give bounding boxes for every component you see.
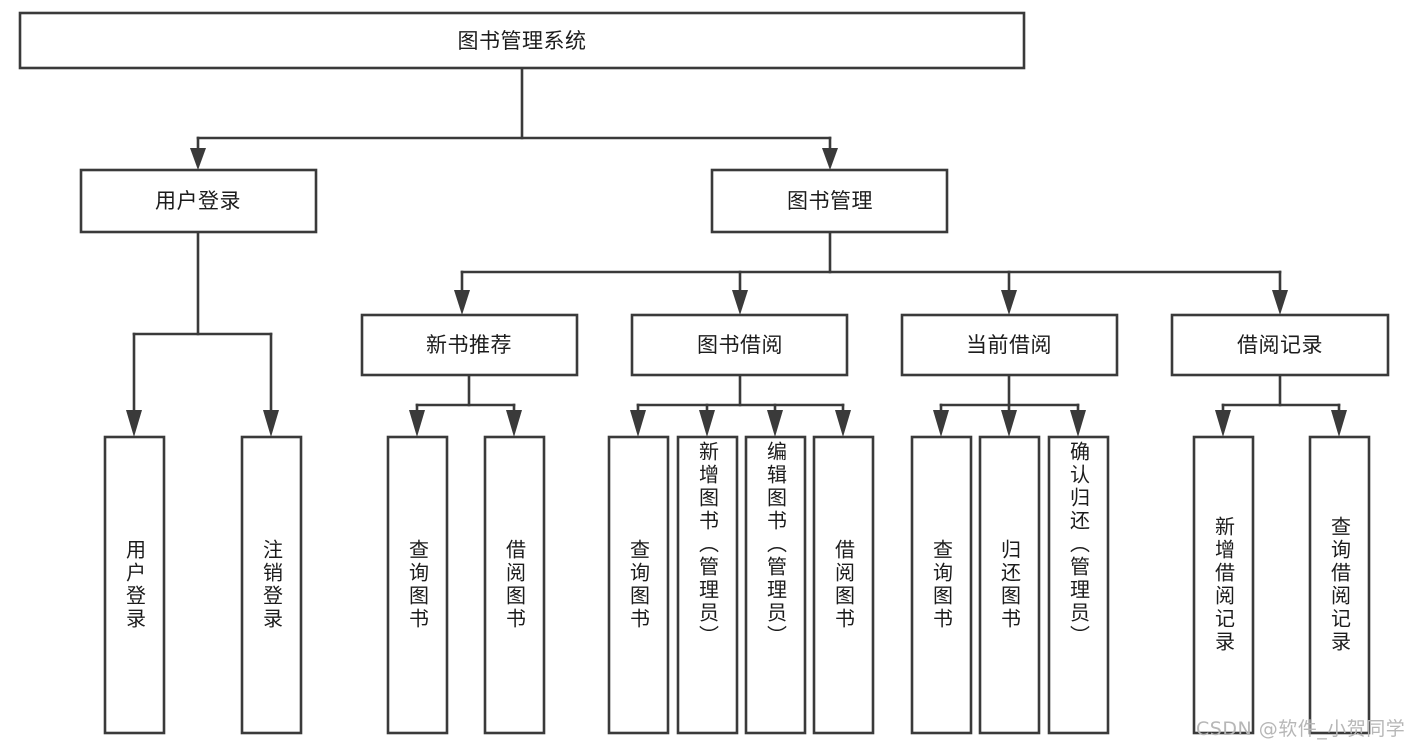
leaf-query-record-box[interactable] <box>1308 435 1371 735</box>
node-book-manage-box[interactable] <box>710 168 949 234</box>
node-book-manage-label: 图书管理 <box>787 189 873 213</box>
arrow-head-book-manage <box>822 148 838 170</box>
node-current-borrow-box[interactable] <box>900 313 1119 377</box>
node-user-login-box[interactable] <box>79 168 318 234</box>
leaf-query-book-1-box[interactable] <box>386 435 449 735</box>
connector-group-book-manage <box>454 230 1288 315</box>
node-borrow-record[interactable]: 借阅记录 <box>1170 313 1390 377</box>
csdn-watermark: CSDN @软件_小贺同学 <box>1196 718 1405 740</box>
leaf-borrow-book-2-box[interactable] <box>812 435 875 735</box>
arrow-head-leaf-query-book-3 <box>933 410 949 437</box>
arrow-head-leaf-add-book <box>699 410 715 437</box>
node-current-borrow-label: 当前借阅 <box>966 333 1052 357</box>
arrow-head-current-borrow <box>1001 290 1017 315</box>
arrow-head-borrow-record <box>1272 290 1288 315</box>
node-current-borrow[interactable]: 当前借阅 <box>900 313 1119 377</box>
arrow-head-new-book-recommend <box>454 290 470 315</box>
leaf-add-record-box[interactable] <box>1192 435 1255 735</box>
leaf-add-book-box[interactable] <box>676 435 739 735</box>
node-borrow-record-label: 借阅记录 <box>1237 333 1323 357</box>
arrow-head-leaf-query-record <box>1331 410 1347 437</box>
node-new-book-recommend-label: 新书推荐 <box>426 333 512 357</box>
leaf-query-book-3-box[interactable] <box>910 435 973 735</box>
connector-group-new-book-recommend <box>409 373 522 437</box>
node-book-borrow-label: 图书借阅 <box>697 333 783 357</box>
arrow-head-book-borrow <box>732 290 748 315</box>
arrow-head-leaf-query-book-2 <box>630 410 646 437</box>
node-borrow-record-box[interactable] <box>1170 313 1390 377</box>
leaf-edit-book-box[interactable] <box>744 435 807 735</box>
node-root-label: 图书管理系统 <box>458 29 587 53</box>
node-book-borrow-box[interactable] <box>630 313 849 377</box>
arrow-head-leaf-edit-book <box>767 410 783 437</box>
connector-group-user-login <box>126 230 279 437</box>
node-user-login-label: 用户登录 <box>155 189 241 213</box>
connector-group-root <box>190 66 838 170</box>
node-new-book-recommend-box[interactable] <box>360 313 579 377</box>
node-root-box[interactable] <box>18 11 1026 70</box>
arrow-head-leaf-query-book-1 <box>409 410 425 437</box>
arrow-head-leaf-add-record <box>1215 410 1231 437</box>
leaf-user-login-box[interactable] <box>103 435 166 735</box>
arrow-head-leaf-borrow-book-1 <box>506 410 522 437</box>
leaf-user-logout-box[interactable] <box>240 435 303 735</box>
node-book-manage[interactable]: 图书管理 <box>710 168 949 234</box>
leaf-return-book-box[interactable] <box>978 435 1041 735</box>
connector-group-book-borrow <box>630 373 851 437</box>
leaf-query-book-2-box[interactable] <box>607 435 670 735</box>
connector-group-current-borrow <box>933 373 1086 437</box>
node-root[interactable]: 图书管理系统 <box>18 11 1026 70</box>
node-user-login[interactable]: 用户登录 <box>79 168 318 234</box>
leaf-boxes <box>103 435 1371 735</box>
connector-group-borrow-record <box>1215 373 1347 437</box>
arrow-head-leaf-user-logout <box>263 410 279 437</box>
leaf-borrow-book-1-box[interactable] <box>483 435 546 735</box>
node-new-book-recommend[interactable]: 新书推荐 <box>360 313 579 377</box>
node-book-borrow[interactable]: 图书借阅 <box>630 313 849 377</box>
arrow-head-leaf-confirm-return <box>1070 410 1086 437</box>
arrow-head-leaf-return-book <box>1001 410 1017 437</box>
arrow-head-user-login <box>190 148 206 170</box>
leaf-confirm-return-box[interactable] <box>1047 435 1110 735</box>
arrow-head-leaf-user-login <box>126 410 142 437</box>
arrow-head-leaf-borrow-book-2 <box>835 410 851 437</box>
